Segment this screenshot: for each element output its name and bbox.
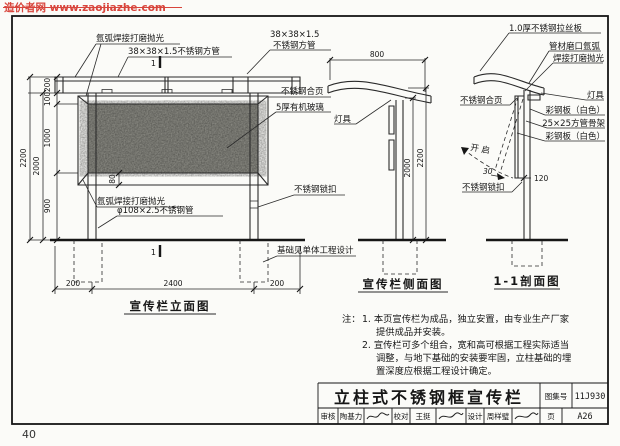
dim-side-total-height: 2200: [416, 148, 425, 167]
page-number: 40: [22, 428, 36, 441]
front-elevation-view: 1 1 200 100 1000 900 2000 2200 80 200 24…: [19, 30, 356, 315]
designer-name: 周样璧: [487, 411, 510, 421]
front-dim-ticks: [26, 73, 304, 293]
dim-right-overhang: 200: [270, 279, 285, 288]
notes-block: 注： 1. 本页宣传栏为成品，独立安置，由专业生产厂家 提供成品并安装。 2. …: [342, 313, 571, 377]
dim-width: 2400: [163, 279, 182, 288]
label-lock: 不锈钢锁扣: [294, 184, 337, 195]
reviewer-name: 陶基力: [340, 411, 363, 421]
atlas-number-label: 图集号: [545, 391, 568, 401]
side-dim-ticks: [326, 56, 430, 244]
title-block: 立柱式不锈钢框宣传栏 图集号 11J930 页 A26 审核 陶基力 校对 王挺…: [317, 382, 608, 424]
dim-gap: 100: [43, 92, 52, 107]
dim-below: 900: [43, 199, 52, 214]
dim-lock-height: 120: [534, 174, 549, 183]
sheet-border: [11, 15, 609, 425]
reviewer-label: 审核: [321, 411, 336, 421]
note-line-2: 提供成品并安装。: [376, 326, 450, 338]
section-open-door: [462, 96, 524, 179]
front-details: [101, 89, 259, 209]
notes-prefix: 注：: [342, 313, 361, 325]
label-square-tube: 38×38×1.5不锈钢方管: [128, 46, 220, 57]
side-foundation: [382, 240, 418, 275]
section-leader-lines: [460, 32, 605, 193]
dim-canopy-width: 800: [370, 50, 385, 59]
front-dim-lines: [28, 76, 301, 294]
dim-left-overhang: 200: [66, 279, 81, 288]
label-foundation: 基础见单体工程设计: [277, 245, 354, 256]
open-arrow: [461, 147, 469, 155]
page-value: A26: [577, 412, 592, 422]
label-weld-top: 氩弧焊接打磨抛光: [96, 33, 165, 44]
watermark: 造价者网 www.zaojiazhe.com: [3, 1, 182, 14]
side-view-title: 宣传栏侧面图: [363, 277, 444, 291]
section-foundation: [511, 240, 543, 267]
label-section-lamp: 灯具: [587, 90, 605, 101]
note-line-5: 置深度应根据工程设计确定。: [376, 365, 497, 377]
side-elevation-view: 800 2000 2200 灯具 宣传栏侧面图: [326, 50, 448, 293]
label-glass: 5厚有机玻璃: [276, 102, 324, 113]
label-pipe-weld-2: 焊接打磨抛光: [553, 53, 605, 64]
designer-label: 设计: [468, 411, 483, 421]
front-foundations: [73, 240, 269, 283]
checker-name: 王挺: [416, 411, 431, 421]
section-mark-bottom: 1: [151, 248, 156, 257]
label-square-tube-r1: 38×38×1.5: [270, 30, 319, 40]
label-brushed-plate: 1.0厚不锈钢拉丝板: [509, 23, 583, 34]
dim-bar-height: 200: [43, 78, 52, 93]
front-view-title: 宣传栏立面图: [130, 299, 211, 313]
label-hinge: 不锈钢合页: [281, 86, 324, 97]
atlas-number-value: 11J930: [575, 392, 606, 402]
designer-signature: [514, 412, 539, 420]
front-geometry: [54, 76, 301, 240]
side-dim-lines: [329, 58, 429, 240]
page-label: 页: [547, 412, 555, 421]
dim-panel-height: 1000: [43, 128, 52, 147]
note-line-4: 调整，与地下基础的安装要牢固，立柱基础的埋: [376, 352, 571, 364]
section-view: 1.0厚不锈钢拉丝板 管材磨口氩弧 焊接打磨抛光 不锈钢合页 灯具 彩钢板（白色…: [460, 23, 605, 290]
checker-label: 校对: [394, 411, 409, 421]
checker-signature: [438, 412, 464, 420]
note-line-3: 2. 宣传栏可多个组合，宽和高可根据工程实际适当: [362, 339, 569, 351]
label-pipe-weld-1: 管材磨口氩弧: [549, 41, 601, 52]
label-frame-tube: 25×25方管骨架: [542, 118, 605, 129]
label-section-lock: 不锈钢锁扣: [462, 182, 505, 193]
reviewer-signature: [366, 412, 390, 420]
label-post-tube: φ108×2.5不锈钢管: [117, 205, 193, 216]
drawing-title: 立柱式不锈钢框宣传栏: [334, 388, 524, 407]
side-leader-lines: [334, 99, 392, 125]
dim-total-height: 2200: [19, 148, 28, 167]
title-block-grid: [317, 382, 608, 424]
glass-texture: [88, 104, 258, 173]
label-section-hinge: 不锈钢合页: [460, 95, 503, 106]
label-side-lamp: 灯具: [334, 114, 352, 125]
label-weld-bottom: 氩弧焊接打磨抛光: [97, 196, 166, 207]
dim-inner-total: 2000: [32, 156, 41, 175]
note-line-1: 1. 本页宣传栏为成品，独立安置，由专业生产厂家: [362, 313, 569, 325]
label-square-tube-r2: 不锈钢方管: [273, 40, 316, 51]
section-mark-top: 1: [151, 59, 156, 68]
section-view-title: 1-1剖面图: [493, 274, 560, 288]
label-steel-panel-2: 彩钢板（白色）: [545, 131, 605, 142]
front-leader-lines: [74, 43, 356, 263]
label-steel-panel-1: 彩钢板（白色）: [545, 105, 605, 116]
label-open-angle: 30: [483, 167, 493, 176]
label-open: 开 启: [469, 142, 490, 156]
dim-side-post-height: 2000: [403, 158, 412, 177]
dim-rail: 80: [108, 174, 117, 184]
side-geometry: [327, 80, 432, 240]
angle-arrow: [497, 173, 505, 180]
